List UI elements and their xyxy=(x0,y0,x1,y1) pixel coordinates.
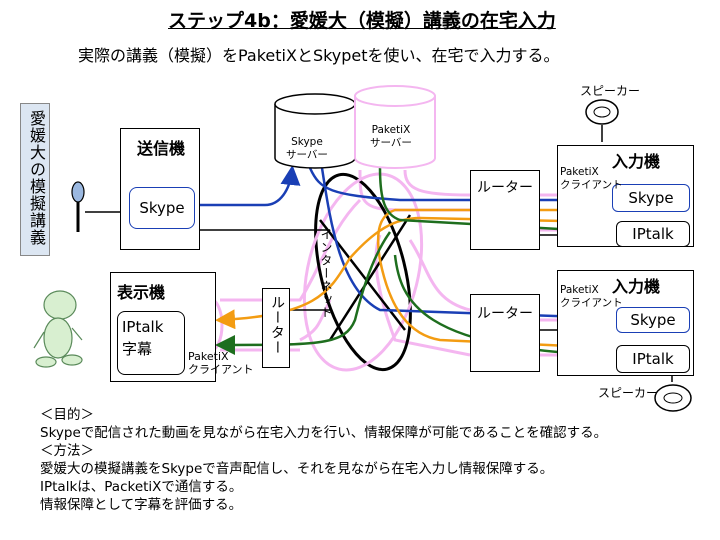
notes-line: ＜方法＞ xyxy=(40,443,94,459)
input1-iptalk-app: IPtalk xyxy=(616,221,690,247)
router-top: ルーター xyxy=(470,170,540,250)
speaker-bottom-label: スピーカー xyxy=(598,386,659,400)
notes-line: 情報保障として字幕を評価する。 xyxy=(40,497,243,513)
input2-iptalk-app: IPtalk xyxy=(616,345,690,373)
internet-cloud xyxy=(314,172,412,372)
display-app-line2: 字幕 xyxy=(122,340,153,358)
input1-skype-app: Skype xyxy=(612,184,690,212)
internet-label: インターネット xyxy=(319,228,333,319)
paketix-server-cylinder xyxy=(354,85,436,169)
input1-title: 入力機 xyxy=(612,152,661,171)
input-machine-1: 入力機 Skype IPtalk xyxy=(557,145,694,247)
notes-line: IPtalkは、PacketiXで通信する。 xyxy=(40,479,243,495)
input-machine-2: 入力機 Skype IPtalk xyxy=(557,270,694,376)
display-iptalk-app: IPtalk 字幕 xyxy=(117,311,185,375)
lecture-label: 愛媛大の模擬講義 xyxy=(27,110,46,246)
input2-paketix-client-label: PaketiX クライアント xyxy=(560,284,623,309)
sender-box: 送信機 Skype xyxy=(120,128,200,250)
notes-line: 愛媛大の模擬講義をSkypeで音声配信し、それを見ながら在宅入力し情報保障する。 xyxy=(40,461,554,477)
notes-line: Skypeで配信された動画を見ながら在宅入力を行い、情報保障が可能であることを確… xyxy=(40,425,608,441)
baby-figure-icon xyxy=(33,290,83,368)
router-top-label: ルーター xyxy=(477,180,533,196)
sender-skype-app: Skype xyxy=(129,187,195,229)
notes-line: ＜目的＞ xyxy=(40,407,94,423)
router-bottom-label: ルーター xyxy=(477,306,533,322)
display-app-line1: IPtalk xyxy=(122,318,164,336)
paketix-server-label: PaketiX サーバー xyxy=(370,124,412,149)
speaker-top-icon xyxy=(585,99,619,125)
notes-block: ＜目的＞ Skypeで配信された動画を見ながら在宅入力を行い、情報保障が可能であ… xyxy=(40,406,607,514)
lecture-box: 愛媛大の模擬講義 xyxy=(20,103,50,256)
display-box: 表示機 IPtalk 字幕 xyxy=(110,272,216,382)
display-title: 表示機 xyxy=(117,283,166,302)
display-paketix-client-label: PaketiX クライアント xyxy=(188,350,254,376)
skype-server-cylinder xyxy=(274,93,356,169)
input2-title: 入力機 xyxy=(612,277,661,296)
router-left: ルーター xyxy=(262,288,290,368)
microphone-icon xyxy=(71,181,85,232)
input1-paketix-client-label: PaketiX クライアント xyxy=(560,166,623,191)
router-left-label: ルーター xyxy=(269,295,285,355)
router-bottom: ルーター xyxy=(470,294,540,372)
slide-title: ステップ4b：愛媛大（模擬）講義の在宅入力 xyxy=(168,10,556,32)
sender-title: 送信機 xyxy=(137,139,186,158)
speaker-bottom-icon xyxy=(654,384,692,412)
skype-server-label: Skype サーバー xyxy=(286,136,328,161)
speaker-top-label: スピーカー xyxy=(580,84,641,98)
slide-subtitle: 実際の講義（模擬）をPaketiXとSkypetを使い、在宅で入力する。 xyxy=(78,46,560,65)
input2-skype-app: Skype xyxy=(616,307,690,333)
